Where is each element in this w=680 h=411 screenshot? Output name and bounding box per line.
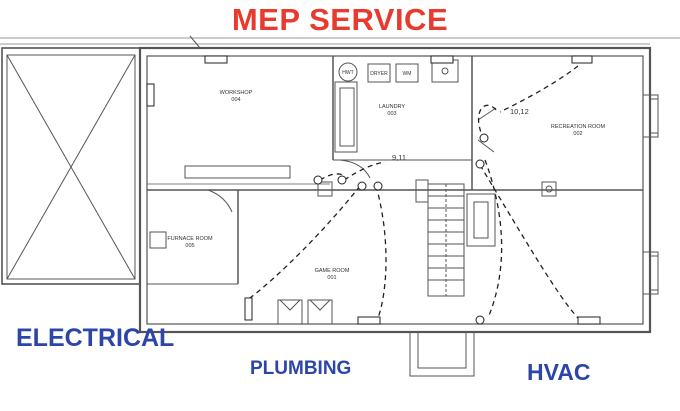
hvac-label: HVAC bbox=[527, 359, 591, 385]
room-label-workshop: WORKSHOP bbox=[220, 90, 253, 96]
circuit-label-b: 10,12 bbox=[510, 107, 529, 116]
room-label-laundry: LAUNDRY bbox=[379, 104, 406, 110]
room-number-recreation: 002 bbox=[573, 131, 582, 137]
unexcavated-area bbox=[1, 47, 141, 285]
room-label-furnace: FURNACE ROOM bbox=[167, 236, 213, 242]
fixture-label-dryer: DRYER bbox=[370, 71, 388, 77]
room-label-game: GAME ROOM bbox=[315, 268, 350, 274]
electrical-label: ELECTRICAL bbox=[16, 324, 175, 352]
room-number-workshop: 004 bbox=[231, 97, 240, 103]
fixture-label-washer: WM bbox=[403, 71, 412, 77]
room-number-game: 001 bbox=[327, 275, 336, 281]
fixture-label-hwt: HWT bbox=[342, 70, 353, 76]
room-label-recreation: RECREATION ROOM bbox=[551, 124, 606, 130]
circuit-label-a: 9,11 bbox=[392, 153, 406, 162]
room-number-laundry: 003 bbox=[387, 111, 396, 117]
plumbing-label: PLUMBING bbox=[250, 358, 352, 379]
page-title: MEP SERVICE bbox=[231, 2, 449, 37]
room-number-furnace: 005 bbox=[185, 243, 194, 249]
